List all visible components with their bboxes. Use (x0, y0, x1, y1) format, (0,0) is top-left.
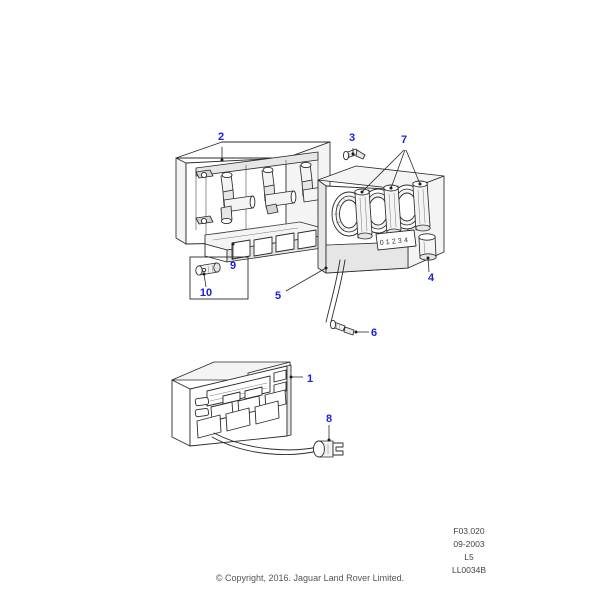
bulb-holder-detail (189, 256, 249, 300)
drawing-number: F03.020 (453, 526, 484, 536)
sheet-code: LL0034B (452, 565, 486, 575)
drawing-date: 09-2003 (453, 539, 484, 549)
heater-control-housing (175, 141, 331, 263)
callout-5: 5 (275, 290, 281, 302)
push-knob (418, 233, 437, 261)
callout-numbers: 1 2 3 4 5 6 7 8 9 10 (200, 131, 435, 425)
rotary-knob-3 (412, 180, 431, 232)
copyright-notice: © Copyright, 2016. Jaguar Land Rover Lim… (216, 573, 404, 583)
callout-7: 7 (401, 134, 407, 146)
switch-block (204, 221, 323, 263)
callout-8: 8 (326, 413, 332, 425)
control-facia-panel: 01234 (317, 165, 445, 323)
control-shaft-2 (261, 166, 297, 208)
footer-metadata: F03.020 09-2003 L5 LL0034B © Copyright, … (216, 526, 486, 583)
callout-1: 1 (307, 373, 313, 385)
faceplate-scale-text: 01234 (379, 237, 410, 247)
rotary-knob-1 (354, 188, 373, 240)
climate-control-panel (171, 361, 292, 447)
callout-4: 4 (428, 272, 435, 284)
callout-6: 6 (371, 327, 377, 339)
illumination-bulb (211, 432, 344, 458)
screw-lower (329, 319, 355, 336)
callout-9: 9 (230, 260, 236, 272)
faceplate-scale: 01234 (375, 229, 417, 251)
rotary-knob-2 (383, 184, 402, 236)
bulb-holder (195, 262, 221, 276)
callout-10: 10 (200, 287, 212, 299)
leader-lines (202, 147, 430, 442)
callout-3: 3 (349, 132, 355, 144)
control-shaft-1 (220, 171, 256, 225)
model-code: L5 (464, 552, 474, 562)
callout-2: 2 (218, 131, 224, 143)
